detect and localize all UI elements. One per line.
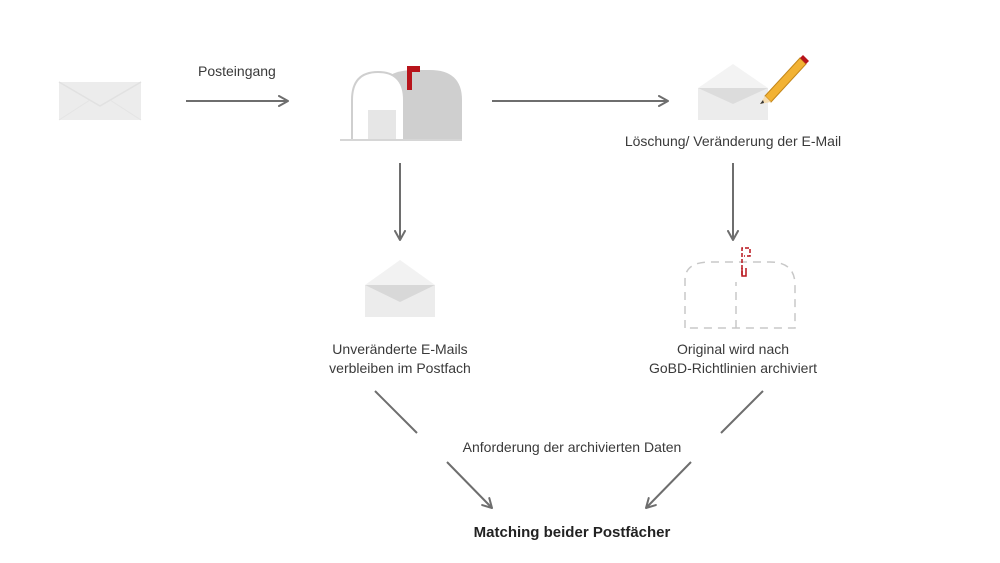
mailbox-flag-icon [407,66,412,90]
label-unchanged: Unveränderte E-Mails verbleiben im Postf… [310,340,490,378]
label-archived-line2: GoBD-Richtlinien archiviert [648,360,818,376]
arrow-request-to-matching-right [645,461,692,509]
closed-envelope-icon [58,81,142,121]
label-matching: Matching beider Postfächer [473,524,671,541]
line-unchanged-to-request [374,390,418,434]
label-archived-line1: Original wird nach [676,341,790,357]
label-archived: Original wird nach GoBD-Richtlinien arch… [628,340,838,378]
arrow-request-to-matching-left [446,461,493,509]
open-envelope-pencil-icon [698,55,809,120]
label-request: Anforderung der archivierten Daten [462,439,682,455]
label-unchanged-line2: verbleiben im Postfach [329,360,471,376]
line-archive-to-request [720,390,764,434]
label-incoming: Posteingang [198,63,276,79]
open-envelope-icon [365,260,435,317]
archived-mailbox-outline-icon [684,247,796,329]
label-modification: Löschung/ Veränderung der E-Mail [624,133,842,149]
label-unchanged-line1: Unveränderte E-Mails [332,341,468,357]
mailbox-icon [340,66,462,141]
pencil-icon [760,55,809,104]
